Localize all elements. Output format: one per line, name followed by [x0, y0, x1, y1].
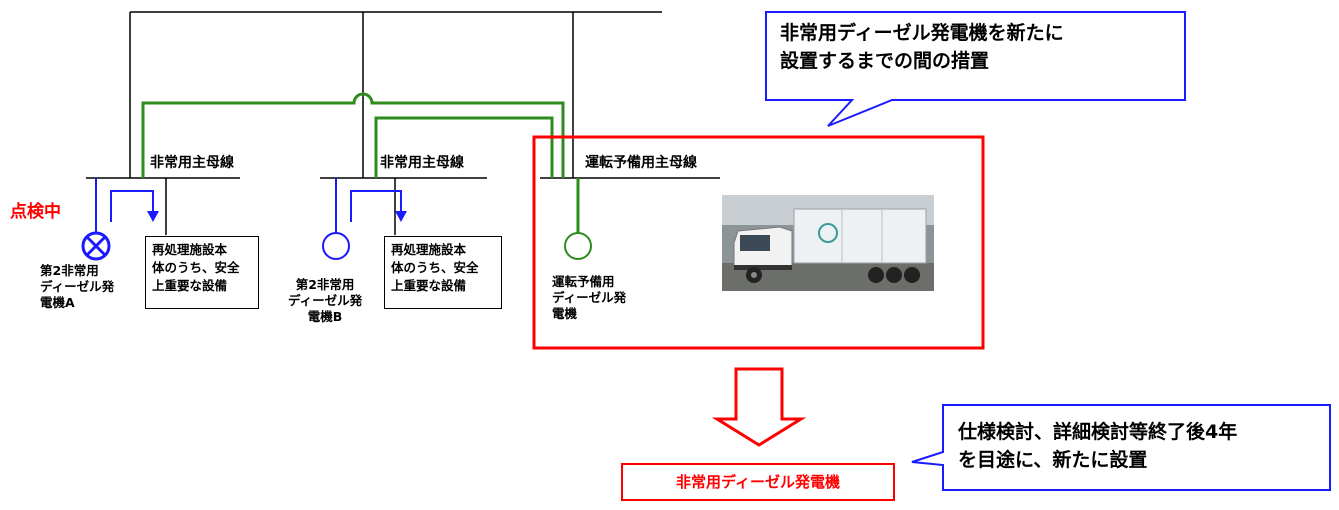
future-generator-label: 非常用ディーゼル発電機	[621, 463, 895, 501]
load-box-2: 再処理施設本 体のうち、安全 上重要な設備	[384, 236, 502, 309]
down-arrow-icon	[711, 367, 807, 447]
generator-b-label: 第2非常用 ディーゼル発 電機B	[288, 277, 363, 324]
bus-label-2: 非常用主母線	[380, 155, 464, 171]
red-highlight-box	[532, 135, 985, 350]
top-callout-text: 非常用ディーゼル発電機を新たに 設置するまでの間の措置	[780, 22, 1064, 72]
top-callout-shape	[765, 11, 1186, 127]
generator-a-label: 第2非常用 ディーゼル発 電機A	[40, 263, 115, 310]
generator-icon	[322, 232, 350, 260]
bus-label-3: 運転予備用主母線	[585, 155, 697, 171]
black-wires	[86, 11, 720, 235]
generator-c-label: 運転予備用 ディーゼル発 電機	[552, 274, 627, 321]
green-tie-wires	[141, 92, 580, 233]
load-box-1: 再処理施設本 体のうち、安全 上重要な設備	[145, 236, 259, 309]
generator-crossed-icon	[81, 231, 111, 261]
bottom-callout-text: 仕様検討、詳細検討等終了後4年 を目途に、新たに設置	[958, 421, 1238, 471]
generator-icon	[564, 232, 592, 260]
status-label: 点検中	[10, 202, 61, 222]
blue-arrowheads	[147, 211, 407, 222]
truck-image	[722, 195, 934, 291]
blue-wires	[95, 178, 402, 233]
bottom-callout-shape	[911, 404, 1331, 491]
bus-label-1: 非常用主母線	[150, 155, 234, 171]
